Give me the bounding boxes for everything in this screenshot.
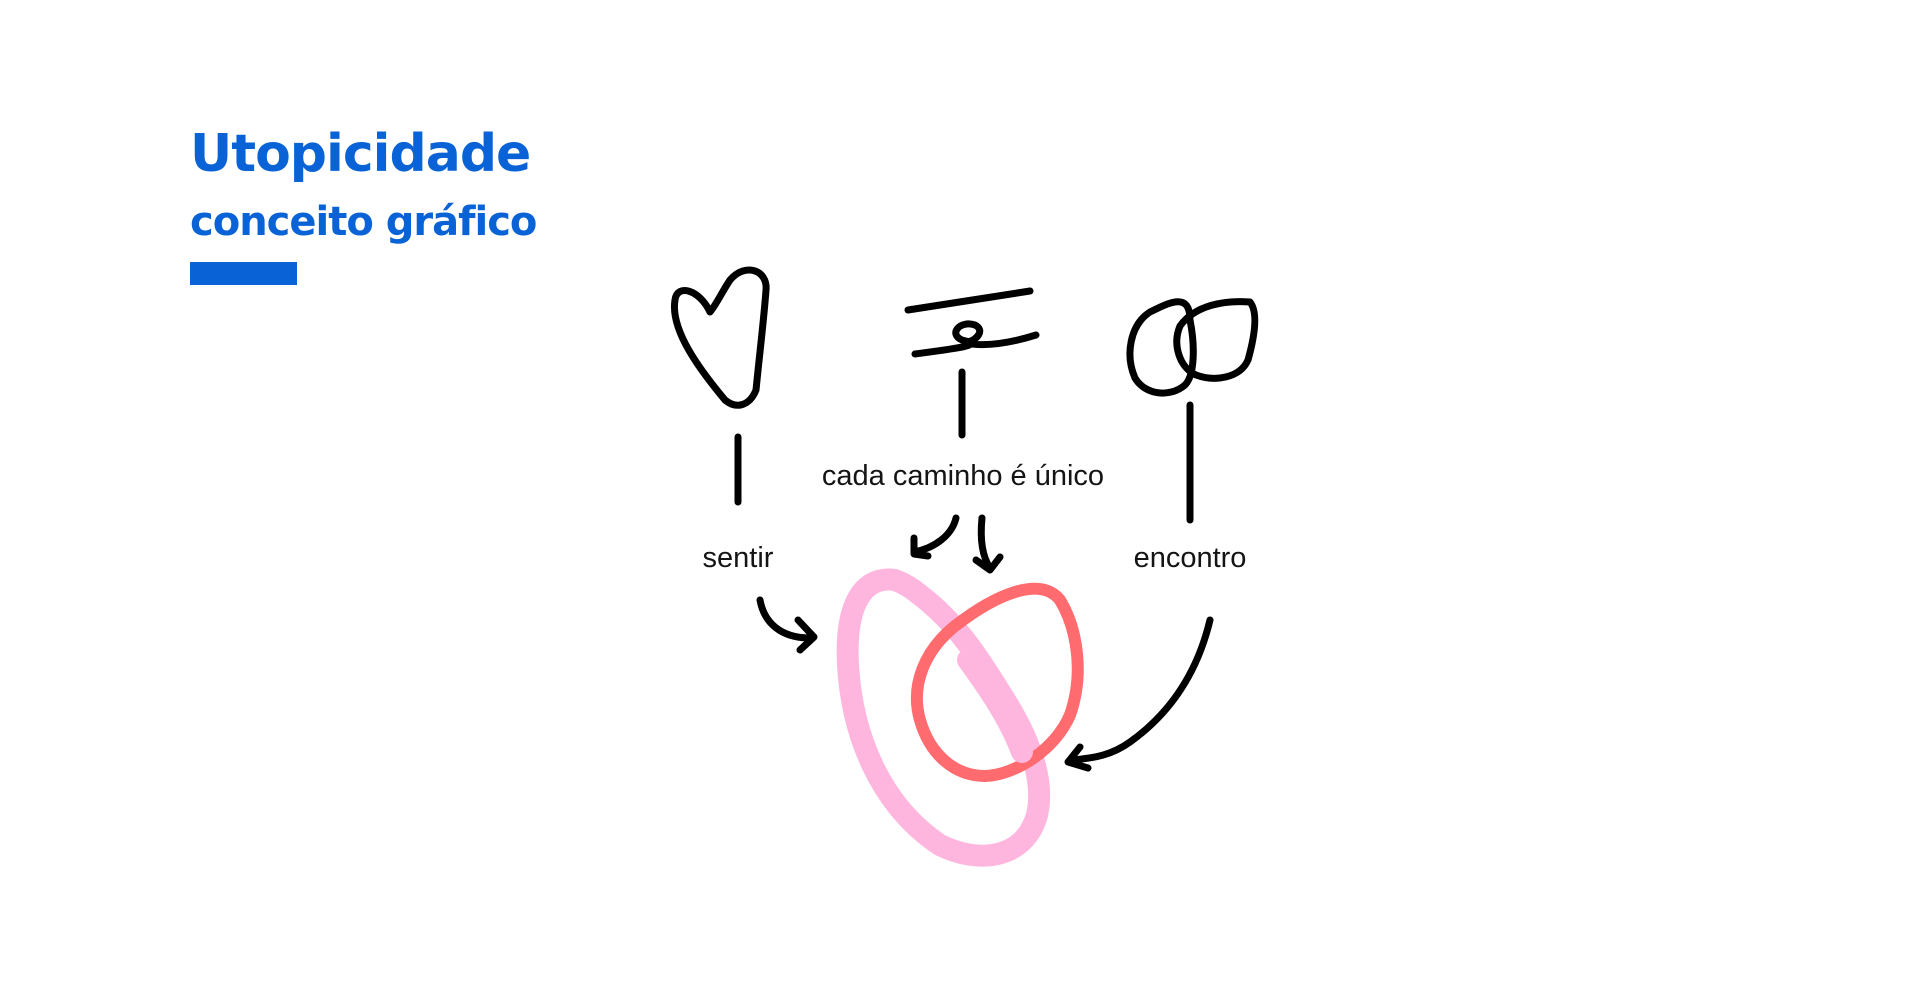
encontro-arrow [1068,620,1210,768]
interlocked-loops-icon [1130,302,1255,393]
label-caminho: cada caminho é único [822,462,1104,491]
te-signature-icon [908,291,1036,354]
label-sentir: sentir [703,544,774,573]
heart-icon [674,270,766,405]
caminho-arrow-left [914,518,956,556]
caminho-arrow-right [976,518,1000,570]
label-encontro: encontro [1134,544,1247,573]
sentir-arrow [760,600,814,650]
